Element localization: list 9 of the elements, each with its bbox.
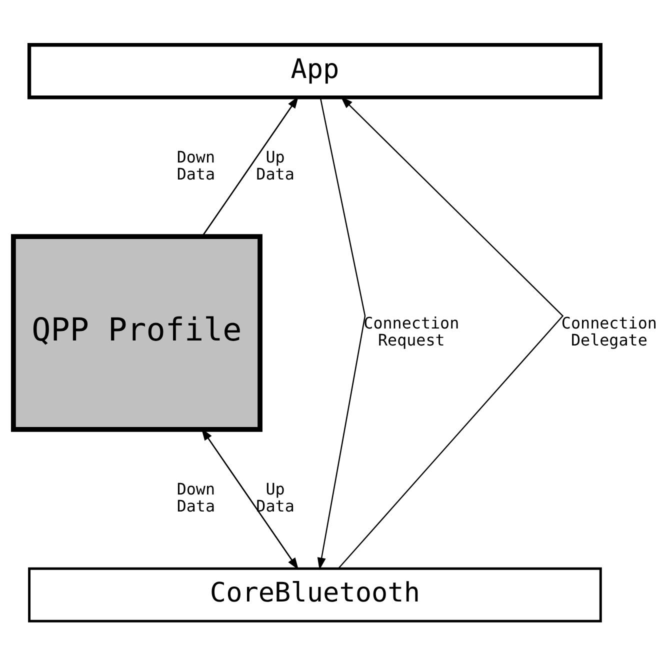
- edge-label: Connection Request: [364, 313, 460, 350]
- edge-label: Connection Delegate: [561, 313, 657, 350]
- node-box: CoreBluetooth: [28, 566, 602, 622]
- node-box: App: [27, 42, 602, 99]
- arrow: [317, 97, 366, 570]
- node-box: QPP Profile: [10, 234, 262, 432]
- edge-label: Up Data: [256, 479, 294, 516]
- arrow: [338, 96, 564, 568]
- edge-label: Down Data: [176, 479, 216, 516]
